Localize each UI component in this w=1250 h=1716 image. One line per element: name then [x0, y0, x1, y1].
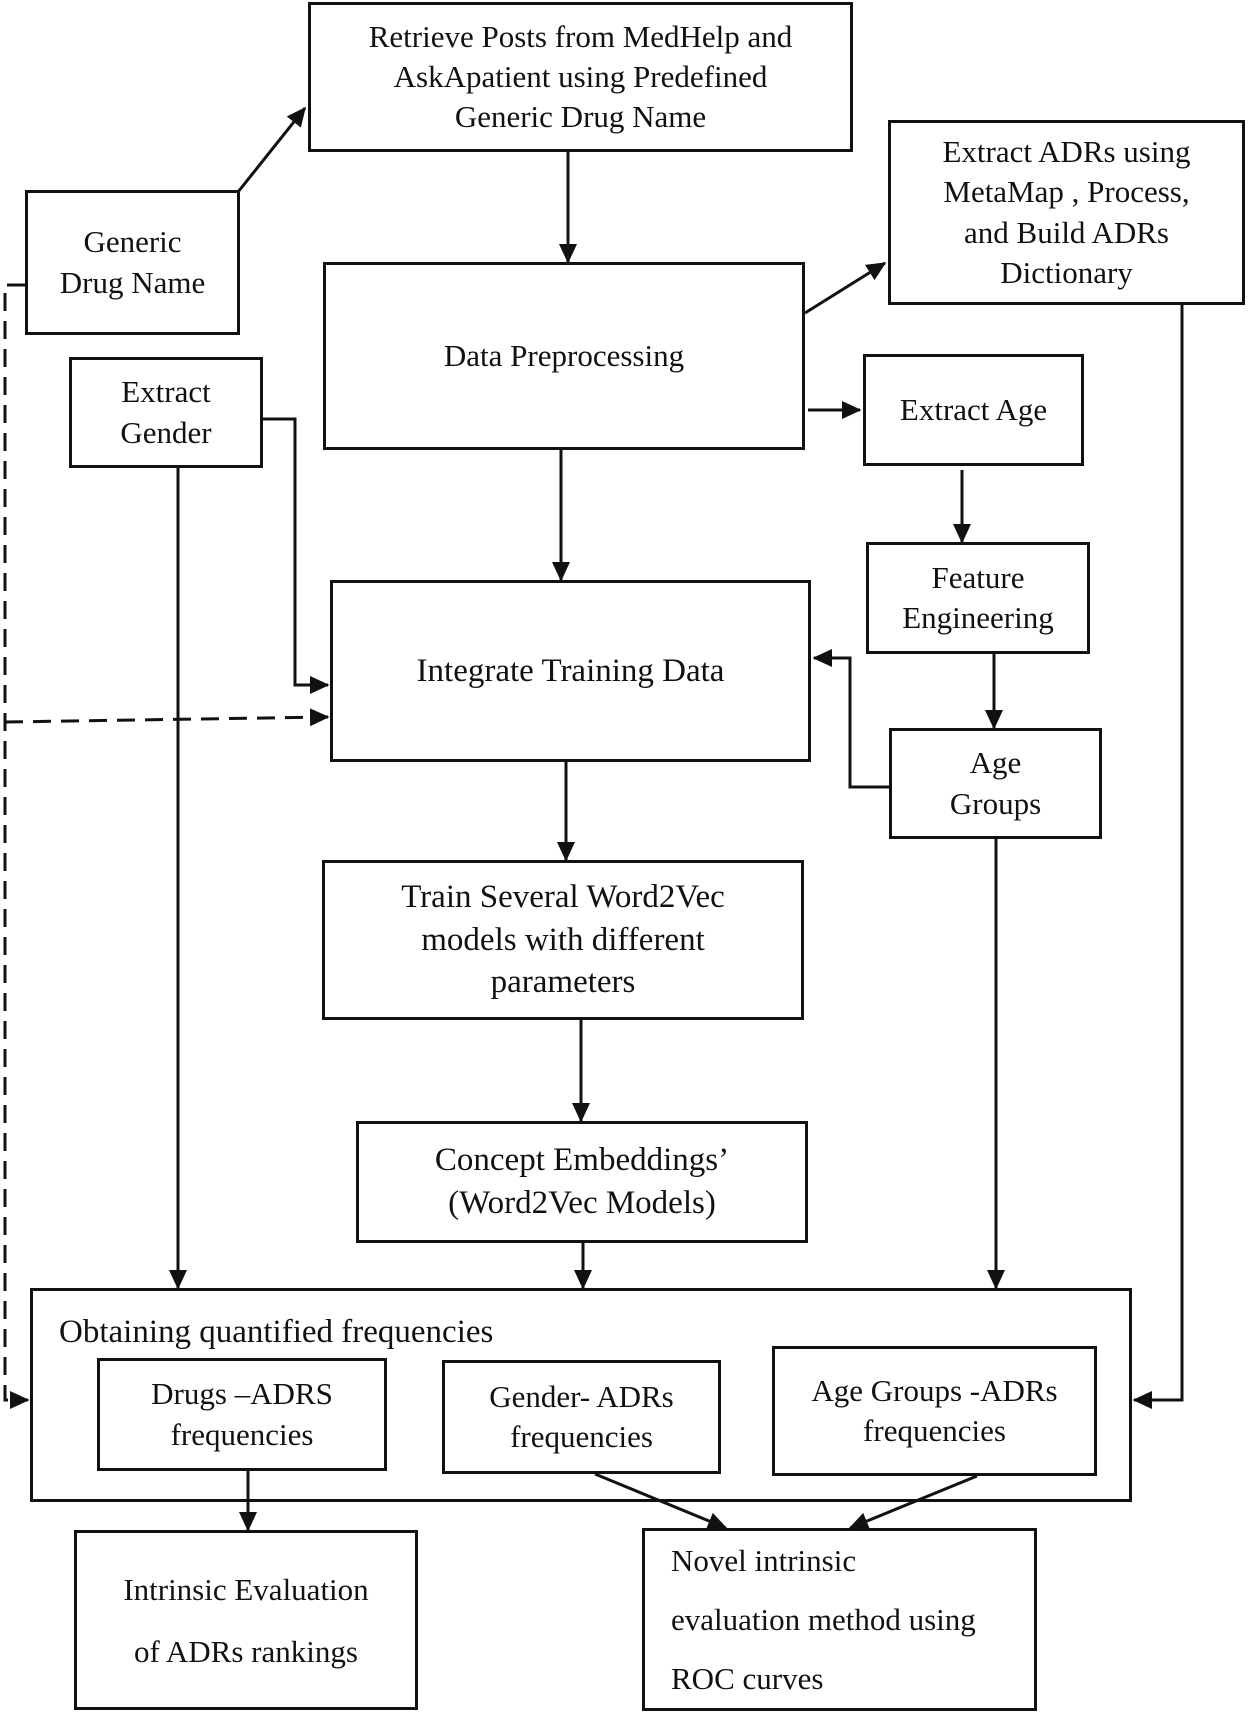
intrinsic-evaluation-label: Intrinsic Evaluation of ADRs rankings [123, 1571, 369, 1669]
extract-adrs-box: Extract ADRs using MetaMap , Process, an… [888, 120, 1245, 305]
data-preprocessing-label: Data Preprocessing [443, 337, 685, 373]
concept-embeddings-label: Concept Embeddings’ (Word2Vec Models) [434, 1142, 730, 1221]
generic-drug-name-box: Generic Drug Name [25, 190, 240, 335]
intrinsic-evaluation-box: Intrinsic Evaluation of ADRs rankings [74, 1530, 418, 1710]
arrow-preprocessing-to-extract-adrs [804, 261, 887, 315]
age-groups-label: Age Groups [949, 745, 1042, 821]
extract-age-box: Extract Age [863, 354, 1084, 466]
novel-evaluation-label: Novel intrinsic evaluation method using … [671, 1542, 976, 1696]
retrieve-posts-box: Retrieve Posts from MedHelp and AskApati… [308, 2, 853, 152]
age-groups-adrs-label: Age Groups -ADRs frequencies [811, 1372, 1058, 1448]
age-groups-box: Age Groups [889, 728, 1102, 839]
extract-gender-label: Extract Gender [120, 374, 212, 450]
drugs-adrs-label: Drugs –ADRS frequencies [151, 1376, 333, 1452]
extract-age-label: Extract Age [899, 391, 1048, 427]
retrieve-posts-label: Retrieve Posts from MedHelp and AskApati… [368, 18, 793, 135]
drugs-adrs-box: Drugs –ADRS frequencies [97, 1358, 387, 1471]
novel-evaluation-box: Novel intrinsic evaluation method using … [642, 1528, 1037, 1711]
feature-engineering-box: Feature Engineering [866, 542, 1090, 654]
arrow-gender-to-integrate [263, 417, 330, 694]
arrow-drugname-to-retrieve [236, 106, 307, 193]
gender-adrs-box: Gender- ADRs frequencies [442, 1360, 721, 1474]
feature-engineering-label: Feature Engineering [902, 559, 1054, 635]
data-preprocessing-box: Data Preprocessing [323, 262, 805, 450]
concept-embeddings-box: Concept Embeddings’ (Word2Vec Models) [356, 1121, 808, 1243]
extract-adrs-label: Extract ADRs using MetaMap , Process, an… [942, 133, 1191, 290]
obtaining-frequencies-label: Obtaining quantified frequencies [59, 1314, 494, 1350]
generic-drug-name-label: Generic Drug Name [59, 224, 206, 300]
arrow-age-groups-to-integrate [812, 649, 889, 789]
integrate-training-data-label: Integrate Training Data [416, 652, 725, 689]
arrow-gender-adrs-to-novel [594, 1472, 728, 1530]
age-groups-adrs-box: Age Groups -ADRs frequencies [772, 1346, 1097, 1476]
dashed-drugname-to-obtaining [3, 283, 30, 1409]
dashed-drugname-to-integrate [4, 708, 330, 727]
train-word2vec-box: Train Several Word2Vec models with diffe… [322, 860, 804, 1020]
train-word2vec-label: Train Several Word2Vec models with diffe… [401, 878, 725, 1001]
arrow-extract-adrs-to-obtaining [1132, 305, 1184, 1409]
extract-gender-box: Extract Gender [69, 357, 263, 468]
arrow-age-groups-adrs-to-novel [848, 1474, 978, 1530]
integrate-training-data-box: Integrate Training Data [330, 580, 811, 762]
gender-adrs-label: Gender- ADRs frequencies [489, 1378, 674, 1454]
